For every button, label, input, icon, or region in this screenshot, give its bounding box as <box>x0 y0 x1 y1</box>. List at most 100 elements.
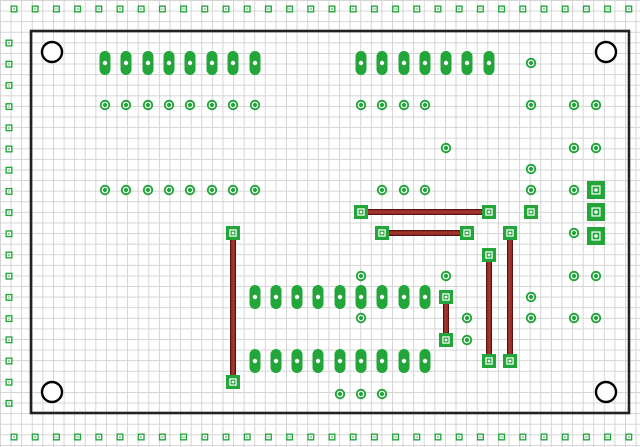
round-pad-ring <box>463 336 471 344</box>
oval-pad-drill <box>252 60 258 66</box>
square-pad-drill <box>119 8 121 10</box>
square-pad-drill <box>522 436 524 438</box>
square-pad-drill <box>267 436 270 438</box>
square-pad-drill <box>246 8 248 10</box>
round-pad-ring <box>400 186 408 194</box>
round-pad <box>461 334 473 346</box>
square-pad-drill <box>458 436 460 438</box>
round-pad <box>334 388 346 400</box>
round-pad-ring <box>357 314 365 322</box>
square-pad-ring <box>223 434 229 440</box>
square-pad-drill <box>373 8 376 10</box>
round-pad <box>227 184 239 196</box>
square-pad-ring <box>372 434 377 440</box>
square-pad-drill <box>182 436 185 438</box>
square-pad-ring <box>626 6 631 12</box>
square-pad-ring <box>6 295 12 300</box>
oval-pad-drill <box>486 60 492 66</box>
square-pad-drill <box>543 436 545 438</box>
square-pad-ring <box>584 434 589 440</box>
round-pad <box>142 99 154 111</box>
square-pad-ring <box>506 229 514 237</box>
square-pad-ring <box>229 229 237 237</box>
round-pad-ring <box>101 186 109 194</box>
square-pad-drill <box>8 296 10 299</box>
square-pad-drill <box>98 8 100 10</box>
square-pad-ring <box>308 434 313 440</box>
oval-pad-drill <box>379 60 385 66</box>
round-pad <box>249 184 261 196</box>
square-pad-drill <box>487 359 491 363</box>
square-pad-ring <box>6 316 12 321</box>
square-pad-drill <box>225 436 227 438</box>
square-pad-ring <box>378 229 386 237</box>
square-pad-ring <box>75 6 80 12</box>
square-pad-ring <box>435 6 441 12</box>
square-pad-ring <box>414 434 419 440</box>
round-pad <box>525 163 537 175</box>
round-pad-ring <box>186 101 194 109</box>
round-pad-ring <box>442 272 450 280</box>
square-pad-drill <box>246 436 248 438</box>
oval-pad-drill <box>252 358 258 364</box>
square-pad-ring <box>372 6 377 12</box>
square-pad-ring <box>11 434 17 440</box>
square-pad-ring <box>160 434 165 440</box>
round-pad <box>398 99 410 111</box>
square-pad-drill <box>140 8 142 10</box>
square-pad-ring <box>584 6 589 12</box>
round-pad <box>525 291 537 303</box>
square-pad-drill <box>8 233 10 235</box>
round-pad <box>568 312 580 324</box>
mounting-hole-icon <box>40 40 64 64</box>
square-pad-drill <box>13 436 15 438</box>
round-pad-ring <box>122 186 130 194</box>
round-pad-ring <box>527 165 535 173</box>
square-pad-ring <box>520 6 525 12</box>
round-pad <box>99 184 111 196</box>
square-pad-drill <box>8 211 10 214</box>
round-pad <box>398 184 410 196</box>
square-pad-drill <box>529 210 533 214</box>
square-pad-ring <box>563 6 568 12</box>
mounting-hole-icon <box>594 40 618 64</box>
round-pad-ring <box>378 186 386 194</box>
square-pad-ring <box>527 208 535 216</box>
round-pad-ring <box>400 101 408 109</box>
round-pad-ring <box>527 293 535 301</box>
square-pad-drill <box>182 8 185 10</box>
round-pad-ring <box>592 101 600 109</box>
square-pad-ring <box>245 6 250 12</box>
square-pad-ring <box>541 434 547 440</box>
square-pad-drill <box>373 436 376 438</box>
round-pad <box>355 270 367 282</box>
round-pad <box>376 388 388 400</box>
square-pad-drill <box>444 295 448 299</box>
square-pad-ring <box>308 6 313 12</box>
round-pad-ring <box>378 390 386 398</box>
square-pad-drill <box>444 338 448 342</box>
square-pad-ring <box>181 6 186 12</box>
round-pad <box>440 270 452 282</box>
square-pad-ring <box>591 207 601 217</box>
square-pad-drill <box>500 436 503 438</box>
oval-pad-drill <box>273 358 279 364</box>
round-pad-ring <box>229 186 237 194</box>
square-pad-drill <box>13 8 15 10</box>
round-pad <box>419 99 431 111</box>
square-pad-drill <box>55 8 58 10</box>
round-pad-ring <box>378 101 386 109</box>
round-pad-ring <box>229 101 237 109</box>
oval-pad-drill <box>379 358 385 364</box>
square-pad-drill <box>8 190 10 193</box>
oval-pad-drill <box>358 60 364 66</box>
round-pad-ring <box>101 101 109 109</box>
square-pad-ring <box>414 6 419 12</box>
square-pad-drill <box>8 402 10 405</box>
square-pad-ring <box>329 6 335 12</box>
square-pad-ring <box>6 401 12 406</box>
square-pad-drill <box>585 436 588 438</box>
square-pad-drill <box>76 8 79 10</box>
oval-pad-drill <box>252 294 258 300</box>
